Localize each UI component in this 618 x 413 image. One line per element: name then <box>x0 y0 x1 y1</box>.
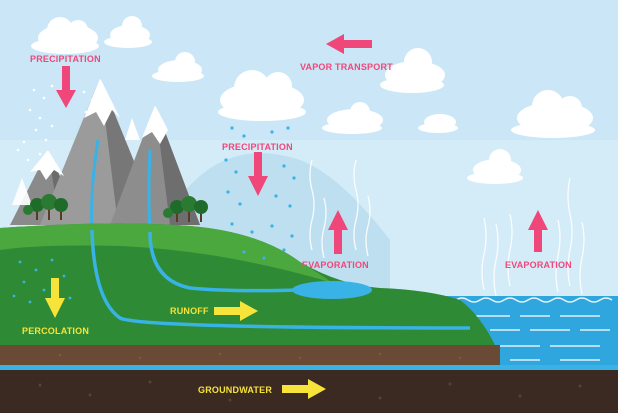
rain-left <box>16 84 94 162</box>
vapor-transport-arrow-icon <box>326 34 372 54</box>
cloud-icon <box>104 16 152 48</box>
precipitation-arrow-center-icon <box>248 152 268 196</box>
label-precipitation-left: PRECIPITATION <box>30 54 101 64</box>
precipitation-arrow-left-icon <box>56 66 76 108</box>
percolation-arrow-icon <box>45 278 65 318</box>
cloud-icon <box>511 90 595 138</box>
label-vapor-transport: VAPOR TRANSPORT <box>300 62 393 72</box>
cloud-icon <box>322 102 383 134</box>
groundwater-arrow-icon <box>282 379 326 399</box>
label-precipitation-center: PRECIPITATION <box>222 142 293 152</box>
grassland <box>0 223 495 345</box>
trees-right <box>163 196 208 222</box>
label-runoff: RUNOFF <box>170 306 209 316</box>
evaporation-lines-sea <box>481 177 585 297</box>
label-percolation: PERCOLATION <box>22 326 89 336</box>
cloud-icon <box>218 70 306 121</box>
trees-left <box>23 194 68 220</box>
evaporation-arrow-sea-icon <box>528 210 548 252</box>
rain-center <box>224 126 296 260</box>
label-evaporation-sea: EVAPORATION <box>505 260 572 270</box>
cloud-icon <box>418 114 458 133</box>
cloud-icon <box>380 48 445 93</box>
evaporation-lines-land <box>309 159 371 259</box>
label-groundwater: GROUNDWATER <box>198 385 272 395</box>
cloud-icon <box>467 149 523 184</box>
label-evaporation-land: EVAPORATION <box>302 260 369 270</box>
soil-layer <box>0 345 500 367</box>
evaporation-arrow-land-icon <box>328 210 348 254</box>
runoff-arrow-icon <box>214 301 258 321</box>
lake <box>292 281 372 299</box>
cloud-icon <box>31 17 99 54</box>
cloud-icon <box>152 52 204 82</box>
